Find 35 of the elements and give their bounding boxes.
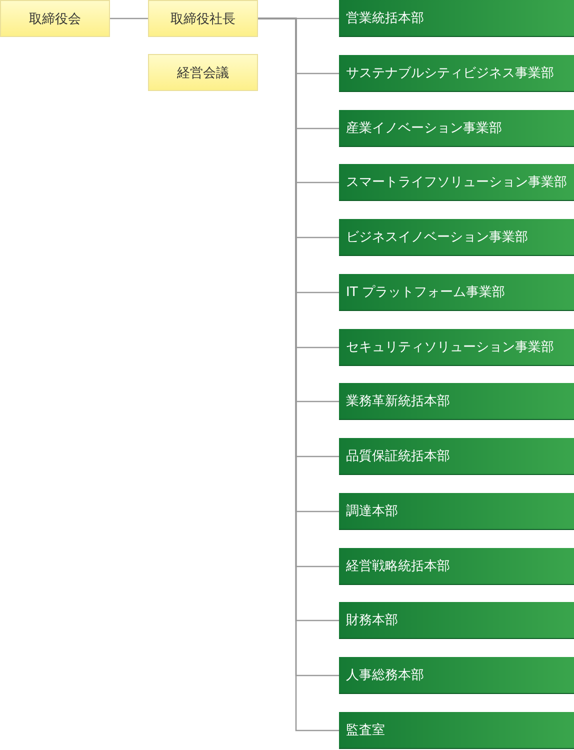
executive-box [148, 0, 258, 37]
node-label: 取締役社長 [170, 10, 236, 28]
node-label: セキュリティソリューション事業部 [346, 339, 554, 356]
node-label: 営業統括本部 [346, 10, 424, 27]
node-label: 経営会議 [177, 64, 229, 82]
department-box [339, 55, 574, 92]
department-box [339, 164, 574, 201]
connector-line [110, 18, 148, 20]
department-box [339, 0, 574, 37]
department-box [339, 657, 574, 694]
node-label: 経営戦略統括本部 [346, 558, 450, 575]
node-label: 品質保証統括本部 [346, 448, 450, 465]
node-label: 産業イノベーション事業部 [346, 120, 502, 137]
node-label: IT プラットフォーム事業部 [346, 284, 505, 301]
department-box [339, 438, 574, 475]
department-box [339, 493, 574, 530]
node-label: 調達本部 [346, 503, 398, 520]
node-label: 取締役会 [29, 10, 81, 28]
node-label: 人事総務本部 [346, 667, 424, 684]
department-box [339, 548, 574, 585]
node-label: 監査室 [346, 722, 385, 739]
node-label: スマートライフソリューション事業部 [346, 174, 567, 191]
node-label: 財務本部 [346, 612, 398, 629]
executive-box [0, 0, 110, 37]
node-label: 業務革新統括本部 [346, 393, 450, 410]
department-box [339, 274, 574, 311]
department-box [339, 329, 574, 366]
node-label: ビジネスイノベーション事業部 [346, 229, 528, 246]
department-box [339, 219, 574, 256]
department-box [339, 110, 574, 147]
node-label: サステナブルシティビジネス事業部 [346, 65, 554, 82]
department-box [339, 602, 574, 639]
department-box [339, 383, 574, 420]
department-box [339, 712, 574, 749]
executive-box [148, 54, 258, 91]
